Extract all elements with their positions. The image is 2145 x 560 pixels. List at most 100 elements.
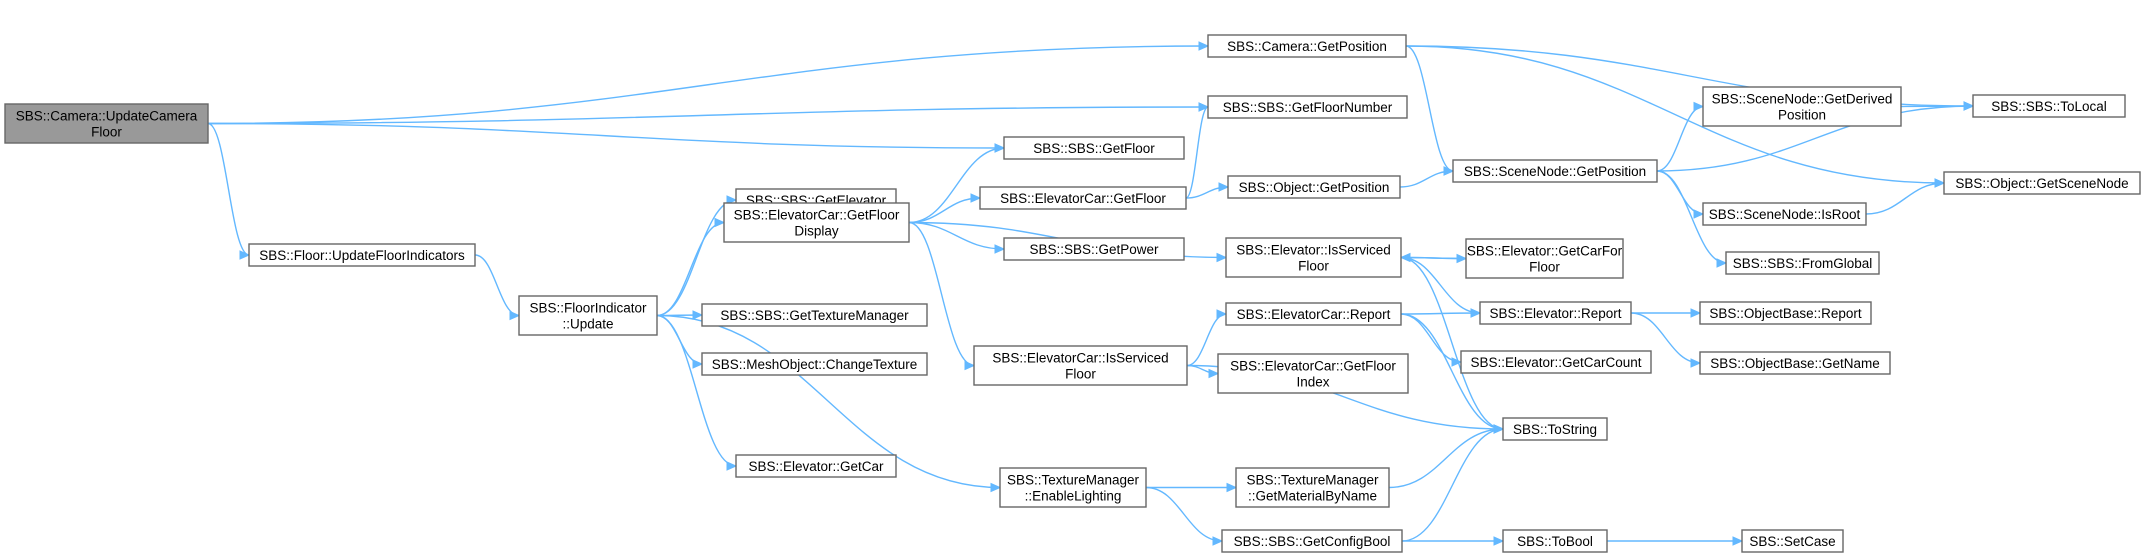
node-sbs-fromglobal[interactable]: SBS::SBS::FromGlobal (1725, 251, 1880, 275)
edge-elevatorcar-getfloordisplay-to-sbs-getfloor (908, 147, 1005, 224)
node-floorindicator-update[interactable]: SBS::FloorIndicator::Update (518, 295, 658, 336)
node-object-getscenenode[interactable]: SBS::Object::GetSceneNode (1943, 171, 2141, 195)
node-sbs-setcase[interactable]: SBS::SetCase (1741, 529, 1844, 553)
node-box (1225, 302, 1402, 326)
node-label: SBS::SceneNode::IsRoot (1709, 207, 1861, 222)
edge-elevatorcar-report-to-elevator-getcarcount (1400, 313, 1462, 363)
node-texturemanager-enablelighting[interactable]: SBS::TextureManager::EnableLighting (999, 467, 1147, 508)
node-box (1502, 529, 1608, 553)
node-label: Position (1778, 108, 1826, 123)
node-object-getposition[interactable]: SBS::Object::GetPosition (1227, 175, 1401, 199)
edge-texturemanager-enablelighting-to-sbs-getconfigbool (1145, 486, 1223, 542)
edge-arrowhead (1716, 258, 1728, 268)
node-sbs-tolocal[interactable]: SBS::SBS::ToLocal (1972, 94, 2126, 118)
node-label: Floor (1529, 260, 1560, 275)
node-box (735, 454, 897, 478)
edge-arrowhead (1963, 101, 1975, 111)
edge-elevatorcar-report-to-elevator-report (1400, 312, 1481, 315)
node-box (1479, 301, 1632, 325)
edge-elevatorcar-getfloordisplay-to-sbs-getpower (908, 221, 1005, 250)
edge-floor-updatefloorindicators-to-floorindicator-update (474, 254, 520, 317)
node-sbs-getpower[interactable]: SBS::SBS::GetPower (1003, 237, 1185, 261)
edge-arrowhead (1208, 368, 1220, 379)
node-box (701, 352, 928, 376)
edge-elevator-isservicedfloor-to-elevator-report (1400, 256, 1481, 314)
node-label: SBS::Elevator::GetCarFor (1467, 244, 1623, 259)
node-label: SBS::Floor::UpdateFloorIndicators (259, 248, 465, 263)
node-elevator-getcarcount[interactable]: SBS::Elevator::GetCarCount (1460, 350, 1652, 374)
node-sbs-getfloornumber[interactable]: SBS::SBS::GetFloorNumber (1207, 95, 1408, 119)
node-label: SBS::ElevatorCar::IsServiced (992, 351, 1168, 366)
node-label: Display (794, 224, 839, 239)
node-scenenode-isroot[interactable]: SBS::SceneNode::IsRoot (1702, 202, 1867, 226)
node-label: SBS::Camera::GetPosition (1227, 39, 1387, 54)
node-elevator-getcar[interactable]: SBS::Elevator::GetCar (735, 454, 897, 478)
node-label: SBS::Object::GetSceneNode (1955, 176, 2128, 191)
node-label: SBS::ElevatorCar::GetFloor (734, 208, 900, 223)
edge-arrowhead (239, 250, 251, 260)
node-sbs-tostring[interactable]: SBS::ToString (1502, 417, 1608, 441)
node-box (723, 202, 910, 243)
edge-camera-getposition-to-object-getscenenode (1405, 45, 1945, 184)
nodes-layer: SBS::Camera::UpdateCameraFloorSBS::Camer… (4, 34, 2141, 553)
node-box (1699, 301, 1872, 325)
edge-arrowhead (1690, 308, 1702, 318)
node-label: SBS::ObjectBase::Report (1709, 306, 1862, 321)
node-floor-updatefloorindicators[interactable]: SBS::Floor::UpdateFloorIndicators (248, 243, 476, 267)
edge-elevatorcar-getfloordisplay-to-elevatorcar-isservicedfloor (908, 221, 975, 367)
edge-camera-getposition-to-scenenode-getposition (1405, 45, 1454, 172)
node-label: SBS::SetCase (1749, 534, 1835, 549)
node-sbs-getfloor[interactable]: SBS::SBS::GetFloor (1003, 136, 1185, 160)
node-box (1235, 467, 1390, 508)
node-sbs-tobool[interactable]: SBS::ToBool (1502, 529, 1608, 553)
node-camera-getposition[interactable]: SBS::Camera::GetPosition (1207, 34, 1407, 58)
node-sbs-getconfigbool[interactable]: SBS::SBS::GetConfigBool (1221, 529, 1403, 553)
edge-elevator-isservicedfloor-to-sbs-tostring (1400, 256, 1504, 430)
edge-arrowhead (970, 193, 982, 203)
node-box (1699, 351, 1891, 375)
node-box (4, 103, 209, 144)
node-label: Floor (1298, 259, 1329, 274)
node-elevator-report[interactable]: SBS::Elevator::Report (1479, 301, 1632, 325)
edge-arrowhead (1443, 166, 1455, 176)
edge-texturemanager-getmaterialbyname-to-sbs-tostring (1388, 428, 1504, 489)
edge-arrowhead (1226, 482, 1238, 493)
edge-arrowhead (1690, 358, 1702, 368)
edge-update-camera-floor-to-camera-getposition (207, 45, 1209, 125)
node-texturemanager-getmaterialbyname[interactable]: SBS::TextureManager::GetMaterialByName (1235, 467, 1390, 508)
node-meshobject-changetexture[interactable]: SBS::MeshObject::ChangeTexture (701, 352, 928, 376)
node-objectbase-getname[interactable]: SBS::ObjectBase::GetName (1699, 351, 1891, 375)
edge-arrowhead (1451, 357, 1463, 367)
node-elevatorcar-report[interactable]: SBS::ElevatorCar::Report (1225, 302, 1402, 326)
node-scenenode-getposition[interactable]: SBS::SceneNode::GetPosition (1452, 159, 1658, 183)
node-box (1502, 417, 1608, 441)
edge-arrowhead (1212, 536, 1224, 546)
node-label: ::GetMaterialByName (1248, 489, 1377, 504)
node-box (1702, 202, 1867, 226)
node-box (1207, 95, 1408, 119)
node-label: Index (1296, 375, 1329, 390)
node-box (1225, 237, 1402, 278)
node-box (1003, 136, 1185, 160)
node-objectbase-report[interactable]: SBS::ObjectBase::Report (1699, 301, 1872, 325)
edge-floorindicator-update-to-elevatorcar-getfloordisplay (656, 221, 725, 317)
node-elevatorcar-getfloor[interactable]: SBS::ElevatorCar::GetFloor (979, 186, 1187, 210)
node-label: SBS::Camera::UpdateCamera (16, 109, 198, 124)
node-label: SBS::Object::GetPosition (1239, 180, 1390, 195)
edge-arrowhead (692, 359, 704, 369)
node-box (1221, 529, 1403, 553)
edge-arrowhead (714, 217, 726, 228)
edge-sbs-getconfigbool-to-sbs-tostring (1401, 428, 1504, 542)
node-sbs-gettexturemanager[interactable]: SBS::SBS::GetTextureManager (701, 303, 928, 327)
edge-update-camera-floor-to-floor-updatefloorindicators (207, 122, 250, 256)
node-label: SBS::SBS::ToLocal (1991, 99, 2107, 114)
edge-arrowhead (1693, 209, 1705, 219)
